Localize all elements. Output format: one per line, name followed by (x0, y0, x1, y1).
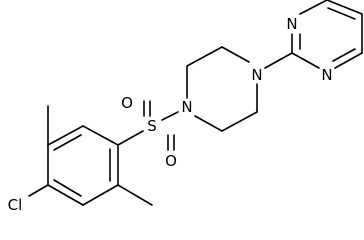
chemical-structure-diagram: N N N N S O O Cl (8, 0, 363, 214)
bond-piperazine-c3-n4 (221, 46, 250, 63)
bond-pyrimidine-n3-c4 (299, 0, 328, 15)
bond-pyrimidine-c4-c5 (326, 0, 363, 15)
bond-benzene-c5-c6 (47, 184, 84, 206)
bond-benzene-c5-c6-inner (53, 179, 82, 197)
bond-pyrimidine-c6-n1 (334, 52, 363, 69)
bond-nitrogen-pyrimidine (264, 52, 293, 69)
bond-benzene-c4-c5 (82, 184, 119, 206)
bond-sulfur-nitrogen (161, 111, 179, 121)
bonds (28, 0, 363, 206)
nitrogen-label-piperazine-right: N (251, 66, 262, 84)
bond-pyrimidine-c6-n1-inner (332, 48, 356, 62)
oxygen-label-top: O (121, 94, 133, 112)
bond-piperazine-c5-c6 (221, 111, 258, 132)
atom-labels: N N N N S O O Cl (8, 15, 333, 214)
bond-benzene-c1-c2-inner (53, 134, 82, 151)
bond-aryl-sulfur (117, 130, 144, 146)
bond-pyrimidine-n1-c2 (291, 52, 320, 69)
sulfur-label: S (147, 117, 157, 135)
bond-piperazine-c2-c3 (186, 46, 223, 67)
bond-benzene-c1-c2 (47, 125, 84, 146)
chlorine-label: Cl (8, 196, 23, 214)
bond-chlorine (28, 184, 49, 197)
bond-pyrimidine-c4-c5-inner (327, 7, 356, 20)
bond-piperazine-c6-n1 (194, 115, 223, 132)
nitrogen-label-piperazine-left: N (181, 98, 192, 116)
bond-benzene-c2-c3 (82, 125, 119, 146)
nitrogen-label-pyrimidine-top: N (286, 15, 297, 33)
oxygen-label-bottom: O (165, 152, 177, 170)
nitrogen-label-pyrimidine-bottom: N (321, 66, 332, 84)
bond-methyl-right (117, 184, 153, 206)
